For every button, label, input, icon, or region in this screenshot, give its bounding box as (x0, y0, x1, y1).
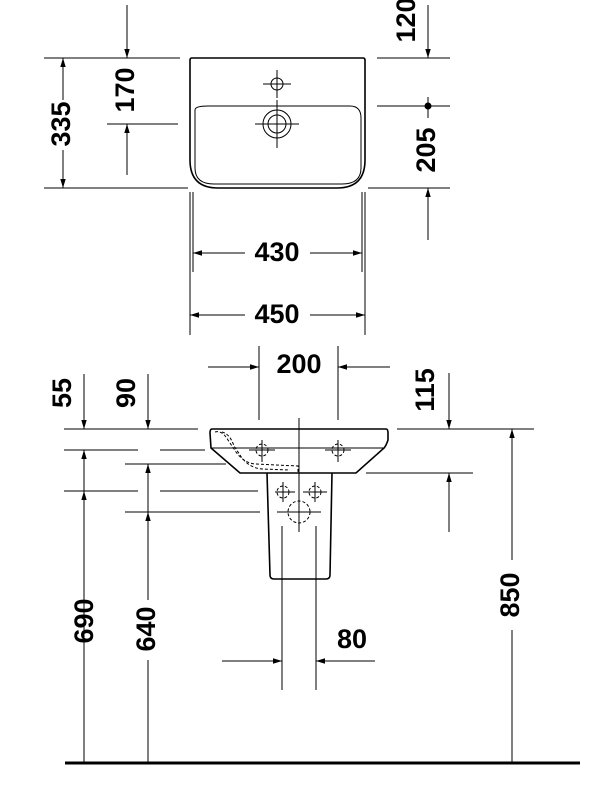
dim-640: 640 (131, 606, 161, 651)
top-view-basin (189, 57, 366, 189)
side-view-dimensions (64, 346, 580, 765)
dim-55: 55 (47, 378, 77, 408)
dim-690: 690 (69, 598, 99, 643)
dim-80: 80 (337, 624, 367, 654)
dim-850: 850 (495, 572, 525, 617)
dim-170: 170 (110, 67, 140, 112)
dim-115: 115 (410, 368, 440, 412)
dim-120: 120 (391, 0, 421, 43)
side-view-basin (209, 418, 389, 580)
dim-205: 205 (411, 127, 441, 172)
dim-90: 90 (111, 378, 141, 408)
dim-335: 335 (46, 101, 76, 146)
dim-200: 200 (276, 349, 321, 379)
top-view-dimensions (44, 5, 450, 335)
dim-450: 450 (254, 299, 299, 329)
dim-430: 430 (254, 237, 299, 267)
